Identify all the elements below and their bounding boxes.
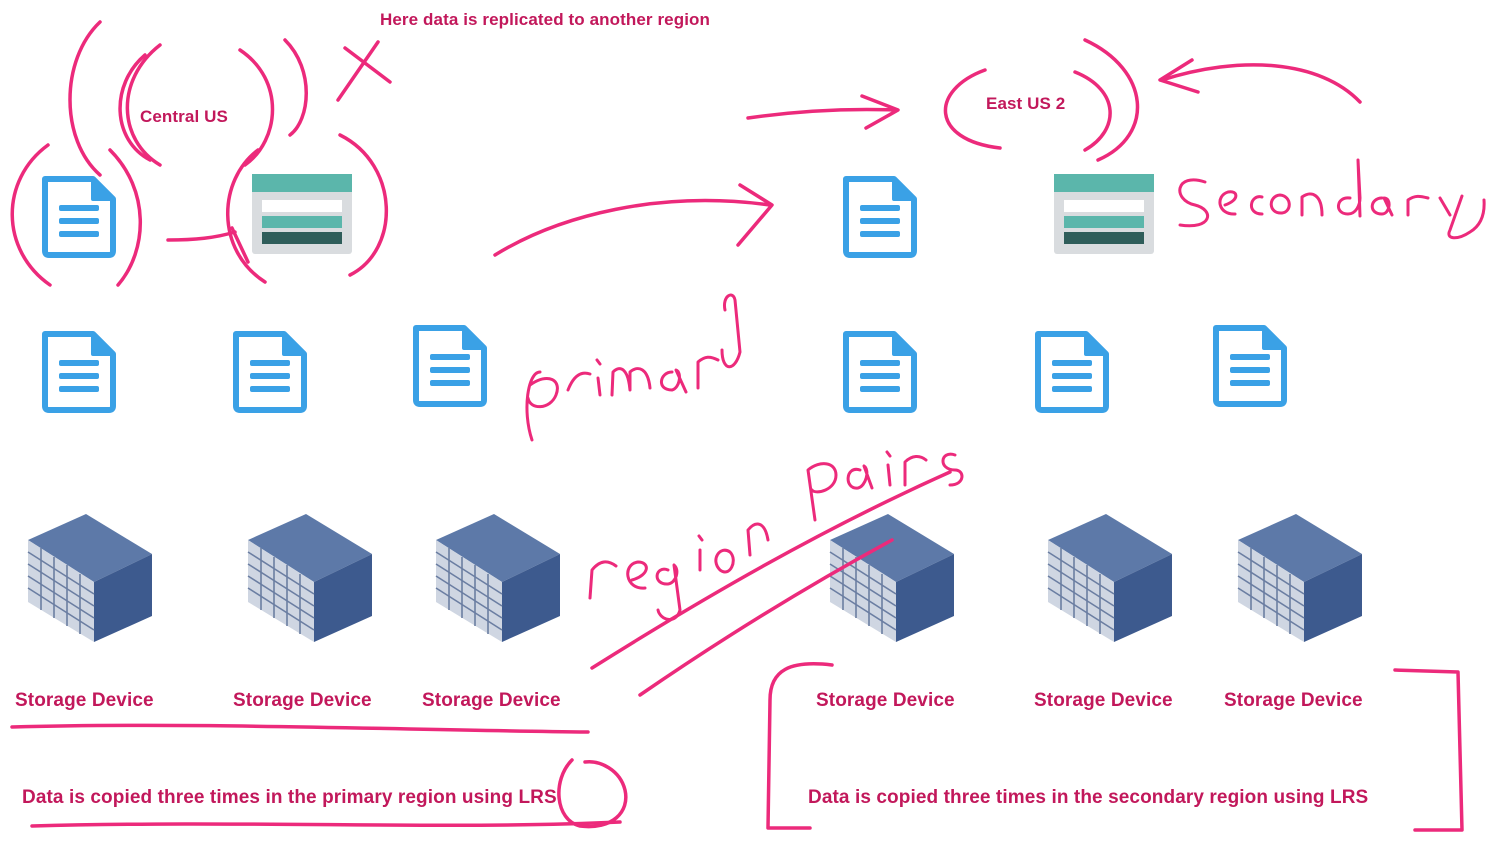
storage-device-label: Storage Device xyxy=(15,690,154,711)
region-label-secondary: East US 2 xyxy=(986,94,1066,113)
ink-bracket xyxy=(1083,38,1140,162)
ink-arrow xyxy=(1160,63,1362,104)
document-icon xyxy=(408,322,492,408)
storage-device-label: Storage Device xyxy=(1224,690,1363,711)
document-icon xyxy=(1030,328,1114,414)
ink-bracket xyxy=(125,43,162,167)
ink-word-secondary xyxy=(1178,158,1486,240)
storage-account-icon xyxy=(1052,172,1156,256)
ink-arrow xyxy=(493,198,772,257)
secondary-caption: Data is copied three times in the second… xyxy=(808,787,1369,808)
storage-device-icon xyxy=(826,514,958,642)
ink-arrow xyxy=(1158,58,1200,94)
storage-device-icon xyxy=(24,514,156,642)
ink-underline xyxy=(10,723,590,734)
ink-arrow xyxy=(736,183,774,247)
document-icon xyxy=(228,328,312,414)
storage-device-icon xyxy=(1234,514,1366,642)
ink-arrow xyxy=(860,94,900,130)
storage-account-icon xyxy=(250,172,354,256)
storage-device-label: Storage Device xyxy=(422,690,561,711)
ink-bracket xyxy=(238,48,275,167)
document-icon xyxy=(838,328,922,414)
primary-caption: Data is copied three times in the primar… xyxy=(22,787,557,808)
ink-cross xyxy=(336,40,380,102)
storage-device-icon xyxy=(1044,514,1176,642)
ink-circle xyxy=(557,758,628,829)
ink-bracket xyxy=(283,38,308,137)
storage-device-icon xyxy=(432,514,564,642)
ink-bracket xyxy=(1393,668,1464,832)
storage-device-label: Storage Device xyxy=(233,690,372,711)
replication-note: Here data is replicated to another regio… xyxy=(380,10,711,29)
storage-device-icon xyxy=(244,514,376,642)
ink-underline xyxy=(30,820,622,828)
storage-device-label: Storage Device xyxy=(816,690,955,711)
ink-arrow xyxy=(746,107,898,120)
ink-bracket xyxy=(68,20,102,177)
ink-bracket xyxy=(1073,70,1112,152)
ink-connector xyxy=(166,230,237,242)
document-icon xyxy=(838,173,922,259)
ink-cross xyxy=(230,226,250,264)
region-label-primary: Central US xyxy=(140,107,228,126)
document-icon xyxy=(37,328,121,414)
document-icon xyxy=(37,173,121,259)
document-icon xyxy=(1208,322,1292,408)
storage-device-label: Storage Device xyxy=(1034,690,1173,711)
ink-word-primary xyxy=(525,293,742,442)
ink-cross xyxy=(343,46,392,84)
